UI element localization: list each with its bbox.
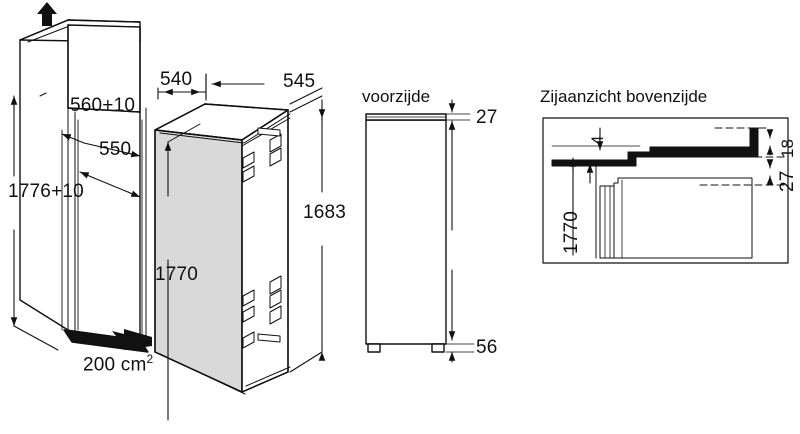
dim-545 [205, 73, 323, 105]
dim-label-depth-top: 540 [160, 69, 193, 90]
sidetop-dims [569, 127, 786, 256]
dim-label-niche-height: 1776+10 [8, 181, 84, 202]
front-view-body [365, 113, 447, 353]
front-view-title: voorzijde [362, 87, 431, 106]
vent-area-value: 200 cm [83, 354, 147, 376]
dim-label-front-top-gap: 27 [476, 107, 498, 128]
dim-label-sidetop-height: 1770 [561, 210, 582, 254]
dim-1683 [289, 95, 326, 373]
sidetop-profile [551, 127, 759, 259]
dim-560 [61, 119, 143, 341]
appliance-body [154, 103, 291, 395]
hinge-brackets-front [242, 151, 255, 349]
airflow-in-arrow [112, 329, 152, 350]
vent-area-exponent: 2 [146, 352, 154, 366]
dim-1776 [10, 95, 59, 351]
niche-cabinet-outline [19, 19, 149, 353]
dim-1776-leader [39, 92, 47, 97]
dim-label-front-bottom-gap: 56 [476, 337, 498, 358]
dim-label-depth-side: 545 [283, 71, 316, 92]
dim-label-height-body: 1683 [303, 202, 347, 223]
dim-label-vent-area: 200 cm2 [83, 353, 153, 374]
dim-label-height-front: 1770 [155, 264, 199, 285]
front-view-dims [445, 99, 475, 363]
dim-label-niche-width-outer: 560+10 [70, 95, 136, 116]
dim-label-sidetop-offset-upper: 18 [778, 139, 797, 158]
dim-label-niche-width-inner: 550 [99, 139, 132, 160]
dim-550 [79, 171, 141, 198]
dim-label-sidetop-gap: 4 [588, 135, 607, 145]
sidetop-title: Zijaanzicht bovenzijde [540, 87, 708, 106]
airflow-up-arrow [37, 2, 57, 26]
dim-1770-appliance [164, 123, 201, 421]
dim-label-sidetop-offset-lower: 27 [777, 170, 798, 192]
hinge-brackets-side [257, 127, 282, 343]
